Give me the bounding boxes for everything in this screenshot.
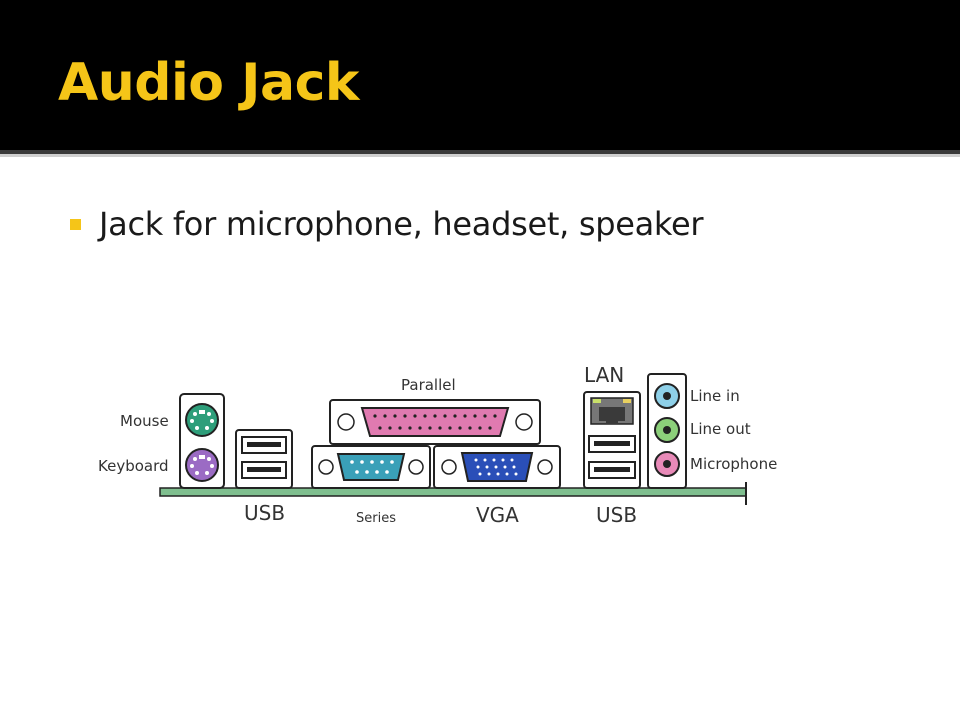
ethernet-port-icon — [590, 397, 634, 425]
board-strip — [159, 487, 747, 497]
serial-port-icon — [311, 445, 431, 489]
microphone-jack-icon — [654, 451, 680, 477]
bullet-item: Jack for microphone, headset, speaker — [70, 200, 704, 248]
label-keyboard: Keyboard — [98, 457, 169, 475]
label-usb-right: USB — [596, 503, 637, 527]
label-line-in: Line in — [690, 387, 740, 405]
usb-port-icon — [235, 429, 293, 489]
label-line-out: Line out — [690, 420, 751, 438]
line-in-jack-icon — [654, 383, 680, 409]
usb-right-port-icon — [588, 435, 636, 479]
label-vga: VGA — [476, 503, 519, 527]
label-microphone: Microphone — [690, 455, 777, 473]
bullet-square-icon — [70, 218, 81, 230]
label-parallel: Parallel — [401, 376, 456, 394]
motherboard-ports-diagram: Mouse Keyboard USB Parallel Series — [98, 363, 777, 527]
title-divider-light — [0, 154, 960, 157]
label-usb-left: USB — [244, 501, 285, 525]
ps2-keyboard-port-icon — [185, 448, 219, 482]
ps2-mouse-port-icon — [185, 403, 219, 437]
title-divider — [0, 150, 960, 154]
title-bar: Audio Jack — [0, 0, 960, 150]
label-series: Series — [356, 511, 396, 526]
label-lan: LAN — [584, 363, 624, 387]
vga-port-icon — [433, 445, 561, 489]
parallel-port-icon — [329, 399, 541, 445]
bullet-text: Jack for microphone, headset, speaker — [99, 205, 704, 243]
slide-title: Audio Jack — [58, 53, 359, 113]
line-out-jack-icon — [654, 417, 680, 443]
label-mouse: Mouse — [120, 412, 169, 430]
